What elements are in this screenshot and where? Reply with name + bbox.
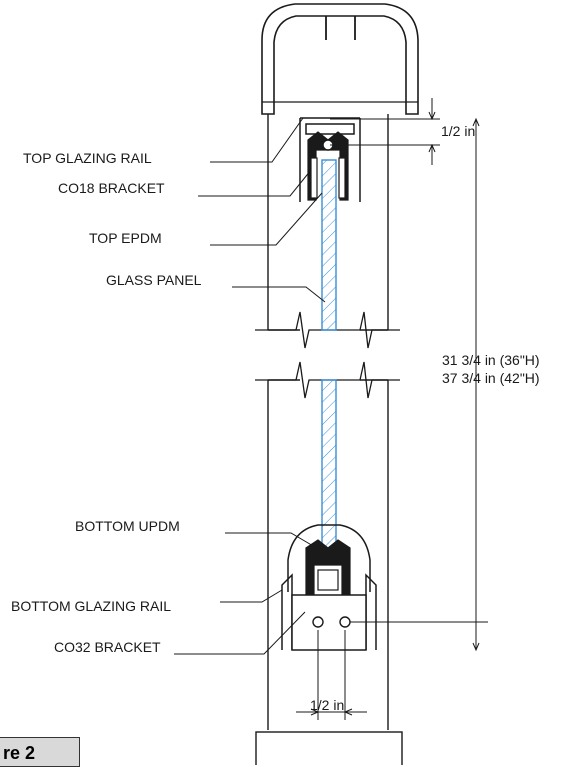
bottom-updm-label: BOTTOM UPDM (75, 518, 180, 534)
glass-panel (321, 159, 337, 551)
top-gap-dimension-label: 1/2 in (441, 123, 475, 139)
top-glazing-rail-label: TOP GLAZING RAIL (23, 150, 152, 166)
top-cap-rail (261, 3, 419, 115)
bottom-spacing-dimension (296, 630, 367, 720)
co18-bracket-label: CO18 BRACKET (58, 180, 165, 196)
co18-bracket (307, 131, 349, 201)
base-plate (255, 731, 403, 765)
leader-lines (174, 117, 326, 655)
bottom-spacing-dimension-label: 1/2 in (310, 697, 344, 713)
top-epdm-label: TOP EPDM (89, 230, 162, 246)
bottom-hole-left (312, 616, 324, 628)
co32-bracket-label: CO32 BRACKET (54, 639, 161, 655)
top-glazing-rail (299, 117, 361, 202)
bottom-updm-gasket (305, 539, 351, 595)
bottom-glazing-rail (281, 524, 377, 651)
height-42-label: 37 3/4 in (42"H) (442, 370, 540, 386)
height-dimension (350, 117, 488, 652)
height-36-label: 31 3/4 in (36"H) (442, 352, 540, 368)
figure-label: re 2 (0, 737, 80, 767)
glass-panel-label: GLASS PANEL (106, 272, 202, 288)
bottom-glazing-rail-label: BOTTOM GLAZING RAIL (11, 598, 171, 614)
post-outline (267, 114, 389, 730)
bottom-hole-right (339, 616, 351, 628)
top-gap-dimension (330, 98, 440, 165)
